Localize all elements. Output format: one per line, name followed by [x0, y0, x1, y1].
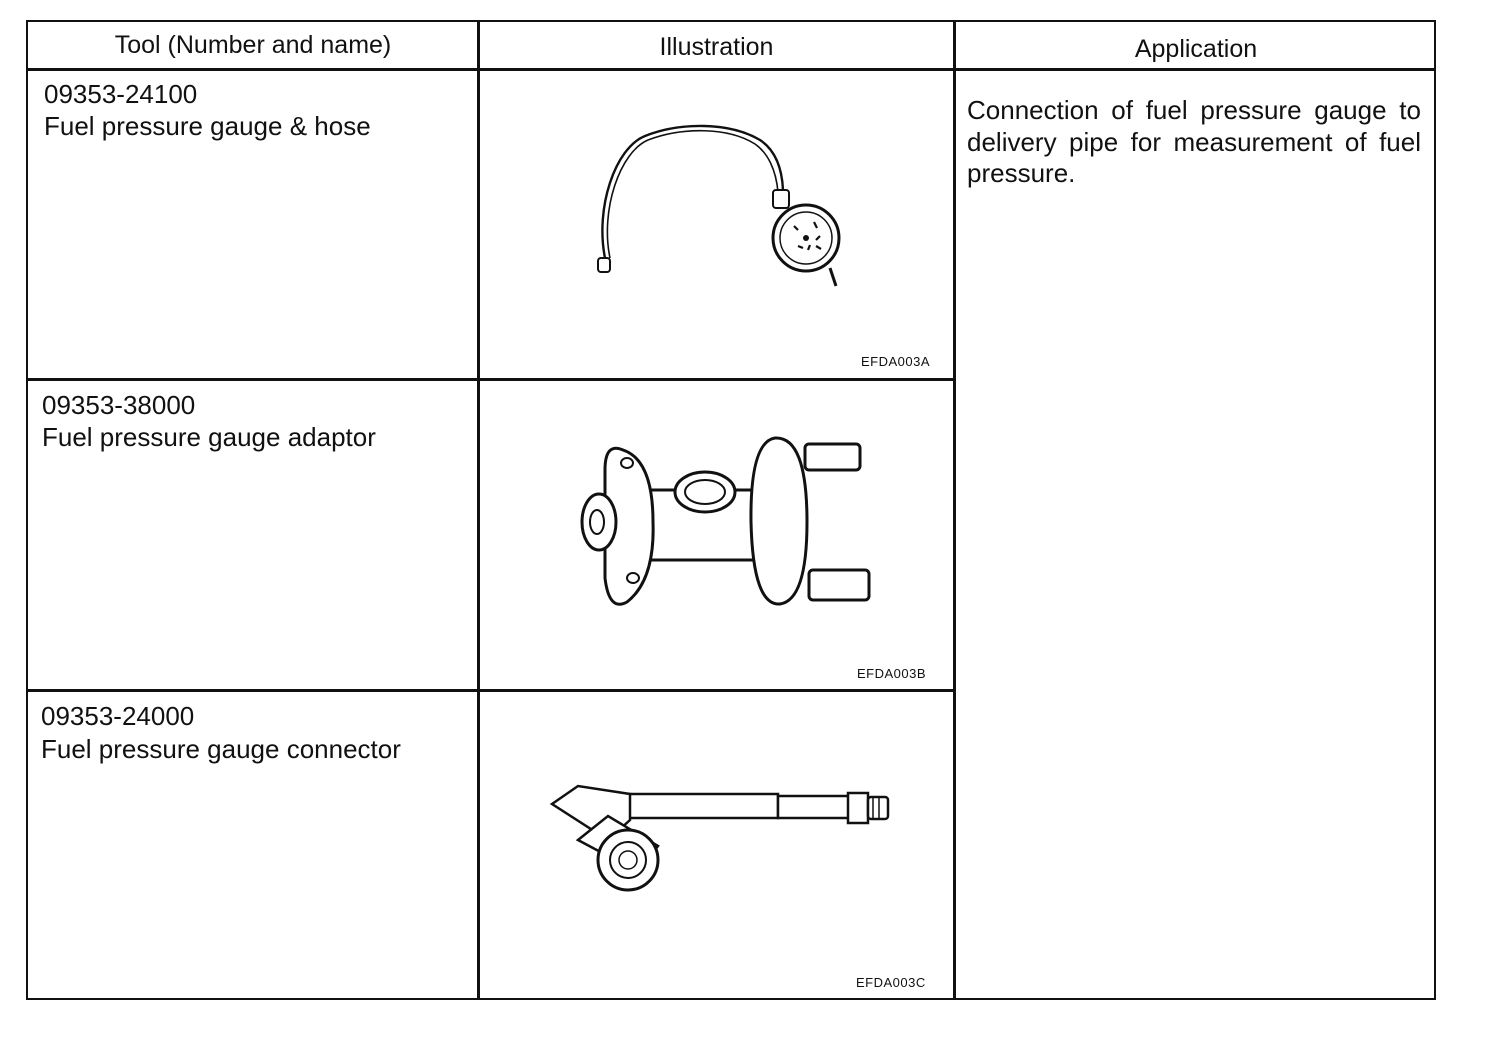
figure-code: EFDA003A [861, 354, 931, 369]
header-application: Application [1134, 35, 1258, 63]
figure-code: EFDA003C [856, 975, 926, 990]
fuel-pressure-gauge-adaptor-icon [575, 430, 875, 615]
tool-name: Fuel pressure gauge connector [41, 734, 401, 764]
column-divider-tool-illustration [477, 20, 480, 1000]
tool-number: 09353-24000 [41, 701, 195, 731]
row-divider-1 [26, 378, 955, 381]
tool-name: Fuel pressure gauge adaptor [42, 422, 376, 452]
column-divider-illustration-application [953, 20, 956, 1000]
fuel-pressure-gauge-hose-icon [590, 118, 850, 298]
header-illustration: Illustration [659, 33, 774, 61]
tool-name: Fuel pressure gauge & hose [44, 111, 371, 141]
fuel-pressure-gauge-connector-icon [548, 780, 893, 898]
special-tools-table [26, 20, 1436, 1000]
figure-code: EFDA003B [857, 666, 927, 681]
tool-number: 09353-38000 [42, 390, 196, 420]
header-divider [26, 68, 1436, 71]
header-tool: Tool (Number and name) [114, 31, 392, 59]
application-text: Connection of fuel pressure gauge to del… [967, 95, 1421, 188]
row-divider-2 [26, 689, 955, 692]
tool-number: 09353-24100 [44, 79, 198, 109]
